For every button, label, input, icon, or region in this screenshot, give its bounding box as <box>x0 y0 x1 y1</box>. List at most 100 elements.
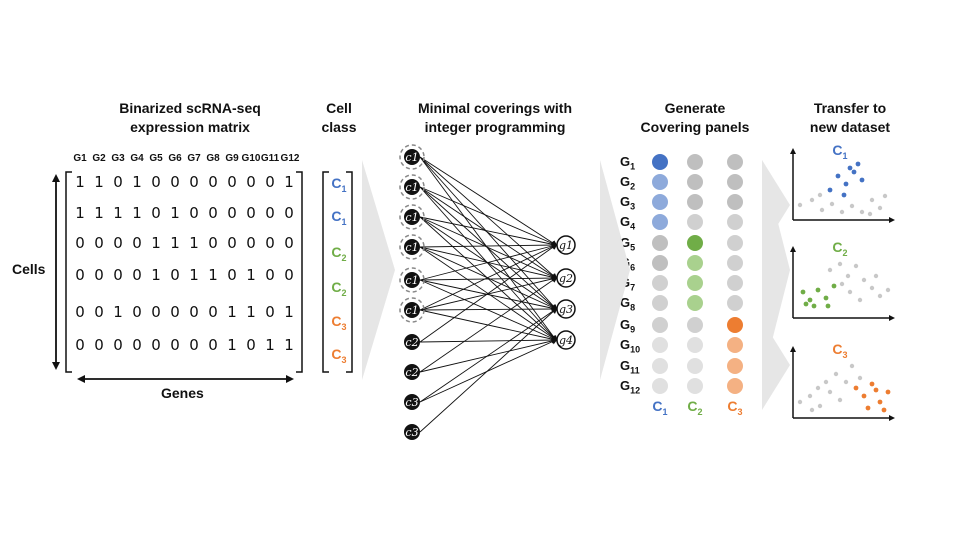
graph-edge <box>419 186 558 247</box>
cell-class-label: C2 <box>327 279 351 298</box>
panel-column-label: C3 <box>723 398 747 417</box>
matrix-cell: 0 <box>151 303 161 321</box>
panel-dot <box>687 174 703 190</box>
matrix-cell: 0 <box>189 204 199 222</box>
class-letter: G <box>620 358 631 373</box>
class-index: 2 <box>341 287 347 298</box>
class-index: 12 <box>630 385 641 396</box>
class-letter: G <box>620 337 631 352</box>
class-letter: G <box>620 275 631 290</box>
matrix-cell: 0 <box>227 234 237 252</box>
scatter-class-point <box>827 187 833 193</box>
covered-cell-halo <box>399 267 425 293</box>
scatter-background-point <box>859 209 865 215</box>
class-letter: G <box>620 174 631 189</box>
graph-edge <box>419 186 558 342</box>
graph-edge <box>419 156 558 342</box>
graph-edge <box>419 186 558 311</box>
panel-gene-label: G4 <box>620 214 650 232</box>
matrix-cell: 1 <box>132 204 142 222</box>
class-index: 7 <box>630 282 636 293</box>
matrix-cell: 0 <box>265 173 275 191</box>
scatter-background-point <box>843 379 849 385</box>
class-index: 5 <box>630 242 636 253</box>
matrix-cell: 0 <box>208 336 218 354</box>
matrix-cell: 1 <box>113 303 123 321</box>
covered-cell-halo <box>399 234 425 260</box>
matrix-cell: 0 <box>170 303 180 321</box>
panel-gene-label: G5 <box>620 235 650 253</box>
matrix-cell: 0 <box>284 266 294 284</box>
graph-edge <box>419 246 558 281</box>
matrix-cell: 1 <box>151 234 161 252</box>
graph-edge <box>419 156 558 247</box>
flow-arrow <box>762 320 790 410</box>
panel-dot <box>687 317 703 333</box>
matrix-cell: 0 <box>94 303 104 321</box>
transfer-class-label: C3 <box>828 341 852 360</box>
graph-edge <box>419 186 558 280</box>
panel-dot <box>687 255 703 271</box>
class-letter: G <box>620 317 631 332</box>
cell-class-label: C1 <box>327 175 351 194</box>
matrix-cell: 0 <box>284 204 294 222</box>
scatter-class-point <box>825 303 831 309</box>
cell-node-label: c1 <box>405 181 418 194</box>
graph-edge <box>419 279 558 312</box>
class-letter: C <box>331 279 342 295</box>
class-index: 1 <box>662 406 668 417</box>
panel-dot <box>652 317 668 333</box>
matrix-cell: 0 <box>284 234 294 252</box>
matrix-cell: 0 <box>94 336 104 354</box>
matrix-cell: 0 <box>265 303 275 321</box>
matrix-cell: 1 <box>284 173 294 191</box>
matrix-cell: 0 <box>94 266 104 284</box>
matrix-cell: 0 <box>265 266 275 284</box>
covered-cell-halo <box>399 297 425 323</box>
scatter-background-point <box>837 397 843 403</box>
matrix-cell: 1 <box>151 266 161 284</box>
graph-edge <box>419 279 558 342</box>
covered-cell-halo <box>399 174 425 200</box>
matrix-cell: 0 <box>189 303 199 321</box>
transfer-header: Transfer to new dataset <box>790 99 910 137</box>
gene-header: G2 <box>92 153 106 164</box>
flow-arrow <box>762 160 790 380</box>
class-letter: G <box>620 295 631 310</box>
matrix-cell: 0 <box>208 234 218 252</box>
matrix-cell: 0 <box>113 234 123 252</box>
scatter-background-point <box>867 211 873 217</box>
scatter-background-point <box>797 202 803 208</box>
scatter-background-point <box>857 375 863 381</box>
matrix-cell: 0 <box>189 336 199 354</box>
matrix-cell: 0 <box>113 336 123 354</box>
scatter-class-point <box>831 283 837 289</box>
matrix-cell: 0 <box>170 336 180 354</box>
class-index: 8 <box>630 302 636 313</box>
panel-column-label: C2 <box>683 398 707 417</box>
matrix-cell: 0 <box>246 336 256 354</box>
class-letter: C <box>331 244 342 260</box>
scatter-background-point <box>847 289 853 295</box>
matrix-cell: 0 <box>113 266 123 284</box>
panel-dot <box>652 255 668 271</box>
scatter-class-point <box>803 301 809 307</box>
scatter-background-point <box>817 403 823 409</box>
scatter-class-point <box>823 295 829 301</box>
matrix-cell: 1 <box>75 173 85 191</box>
matrix-cell: 0 <box>208 204 218 222</box>
matrix-cell: 0 <box>132 303 142 321</box>
class-index: 4 <box>630 221 636 232</box>
cell-node-label: c1 <box>405 211 418 224</box>
class-index: 9 <box>630 324 636 335</box>
matrix-cell: 0 <box>151 204 161 222</box>
matrix-header-line2: expression matrix <box>130 119 250 135</box>
scatter-class-point <box>815 287 821 293</box>
graph-edge <box>419 216 558 280</box>
class-index: 1 <box>842 150 848 161</box>
class-letter: C <box>832 142 843 158</box>
scatter-class-point <box>859 177 865 183</box>
graph-edge <box>419 275 558 282</box>
class-left-bracket <box>322 171 329 373</box>
cell-node <box>404 272 420 288</box>
